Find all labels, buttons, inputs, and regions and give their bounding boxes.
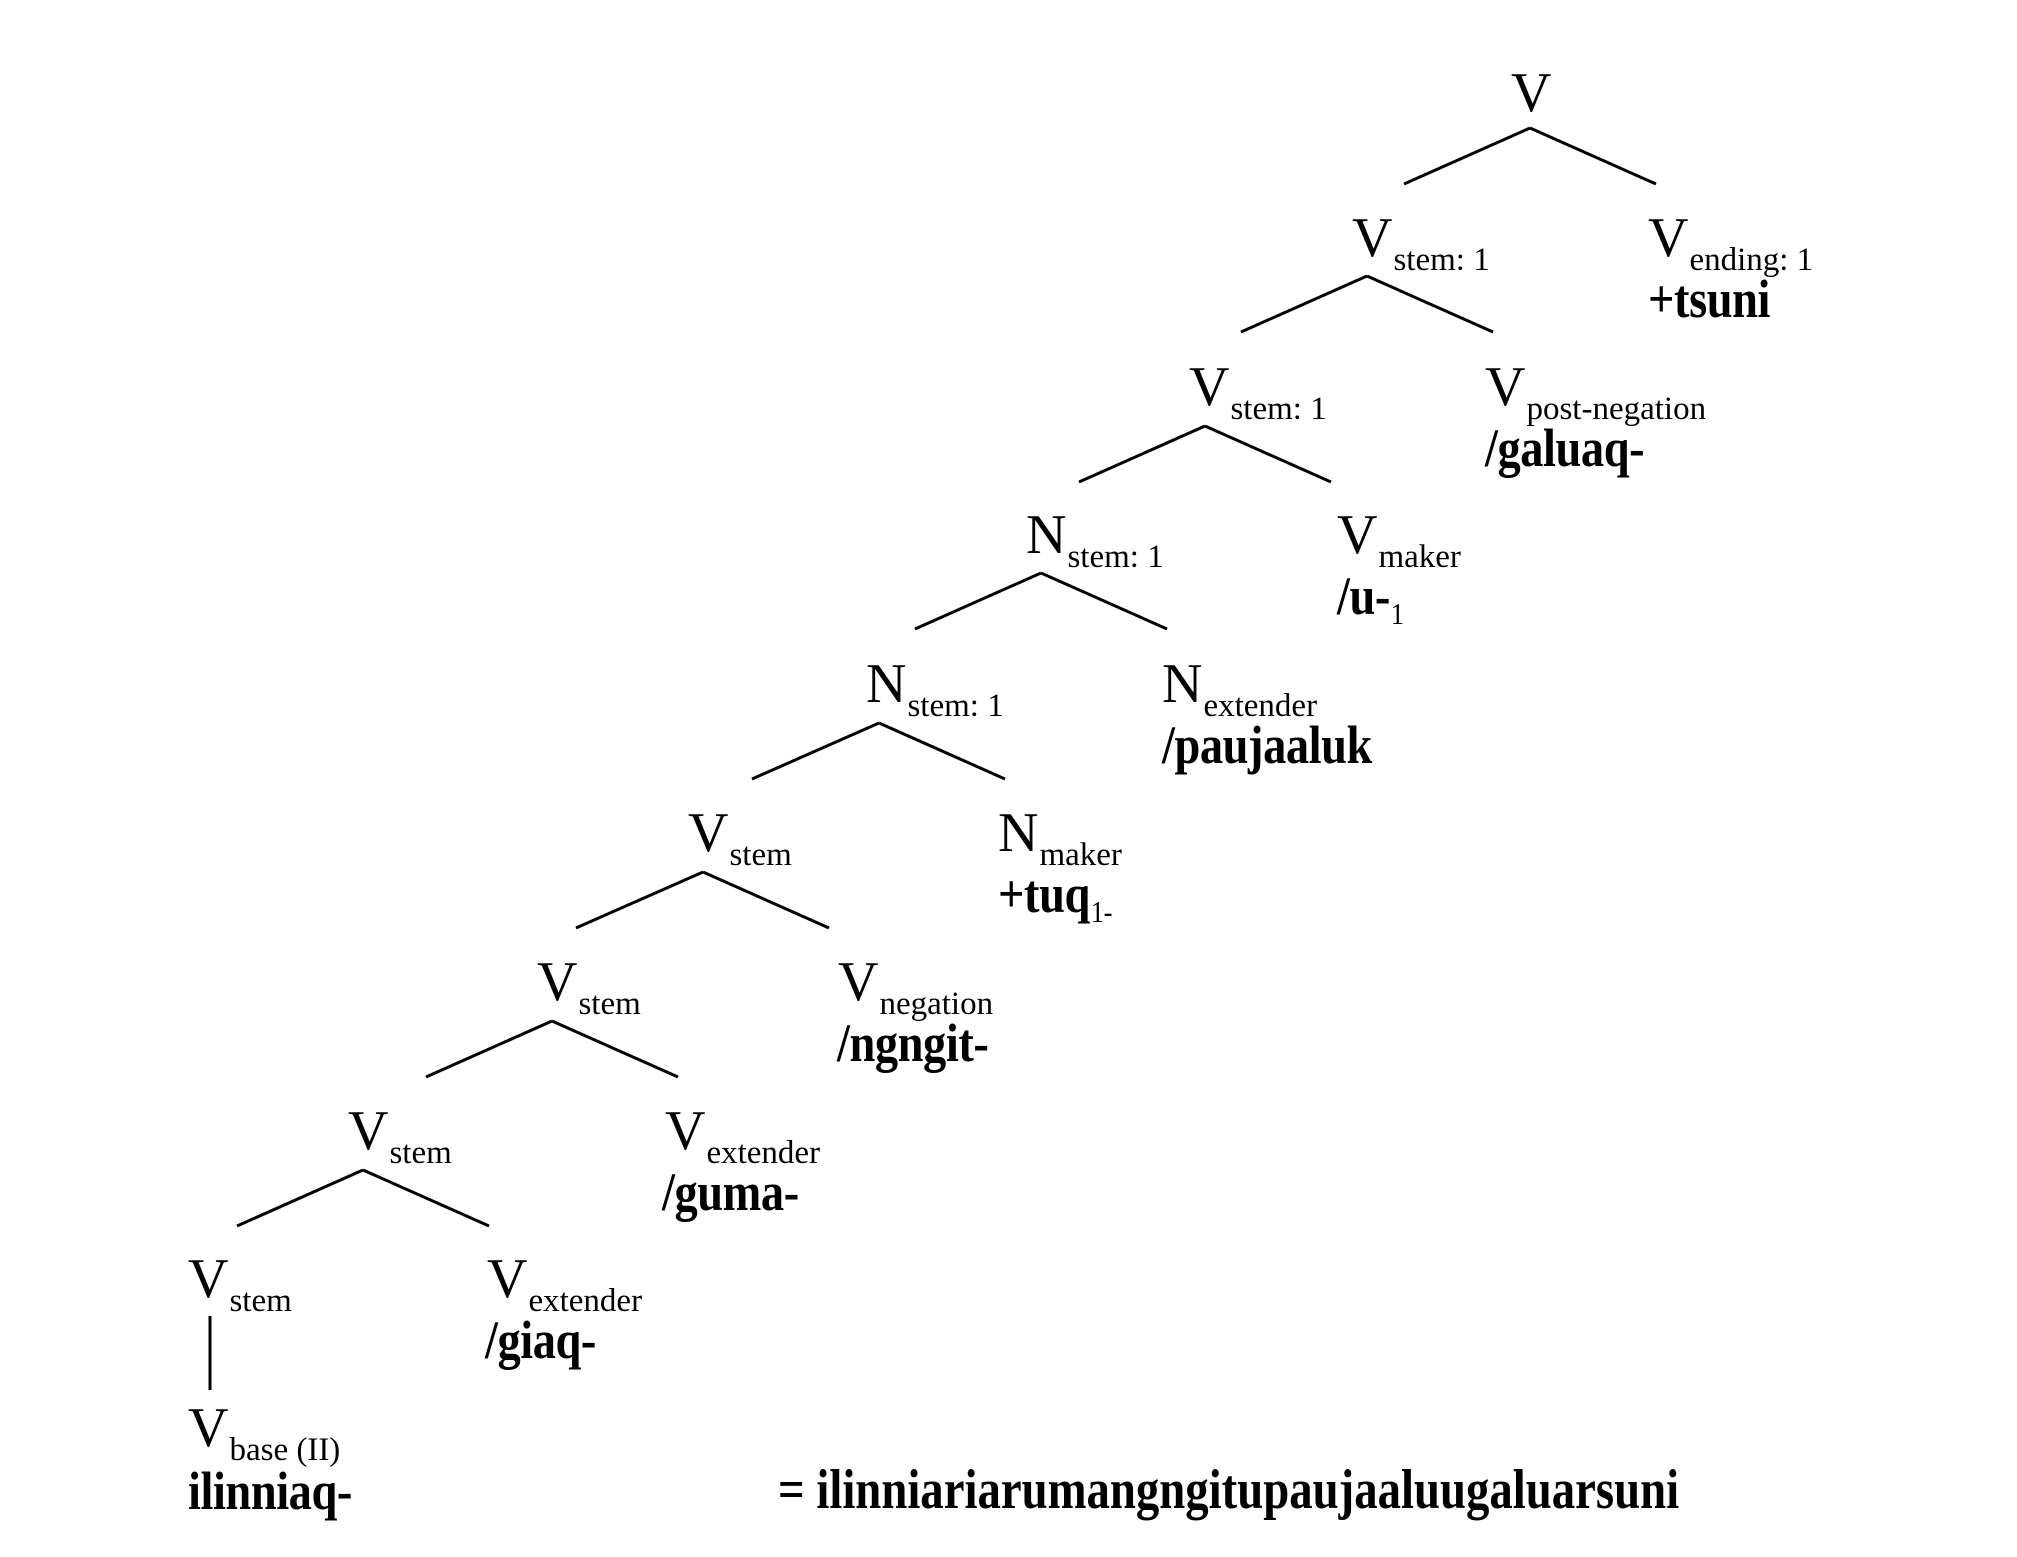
node-vextender-guma-label: Vextender <box>665 1099 820 1171</box>
node-category: V <box>665 1100 706 1162</box>
branch-line <box>1403 126 1531 186</box>
node-vmaker-label: Vmaker <box>1337 503 1461 575</box>
morpheme-giaq: /giaq- <box>485 1309 596 1371</box>
morpheme-subscript: 1 <box>1390 596 1404 631</box>
branch-line <box>702 870 830 930</box>
morpheme-text: /guma- <box>662 1162 799 1222</box>
branch-line <box>575 870 704 930</box>
morpheme-paujaaluk: /paujaaluk <box>1162 714 1372 776</box>
node-category: V <box>1648 207 1689 269</box>
branch-line <box>1529 126 1657 186</box>
branch-line <box>751 721 880 781</box>
node-subscript: stem: 1 <box>1067 539 1164 575</box>
node-subscript: post-negation <box>1526 391 1707 427</box>
branch-line <box>914 571 1042 631</box>
node-category: V <box>688 802 729 864</box>
node-subscript: base (II) <box>229 1432 341 1468</box>
morpheme-text: ilinniaq- <box>188 1461 352 1521</box>
node-subscript: stem <box>578 986 641 1022</box>
node-subscript: stem <box>729 837 792 873</box>
branch-line <box>362 1168 490 1228</box>
node-subscript: stem <box>229 1283 292 1319</box>
node-vextender-giaq-label: Vextender <box>487 1247 642 1319</box>
morpheme-text: /giaq- <box>485 1310 596 1370</box>
branch-line <box>1040 571 1168 631</box>
node-subscript: maker <box>1039 837 1122 873</box>
node-subscript: negation <box>879 986 994 1022</box>
node-vpostnegation-label: Vpost-negation <box>1485 355 1706 427</box>
branch-line <box>1366 274 1494 334</box>
branch-line <box>236 1168 364 1228</box>
morpheme-text: /u- <box>1337 566 1390 626</box>
node-category: V <box>537 951 578 1013</box>
morpheme-ilinniaq: ilinniaq- <box>188 1460 352 1522</box>
node-nstem-4-label: Nstem: 1 <box>866 652 1004 724</box>
node-category: V <box>348 1100 389 1162</box>
node-vbase-label: Vbase (II) <box>188 1396 340 1468</box>
node-subscript: stem: 1 <box>1230 391 1327 427</box>
node-category: V <box>1352 207 1393 269</box>
morpheme-ngngit: /ngngit- <box>837 1012 989 1074</box>
node-subscript: stem <box>389 1135 452 1171</box>
node-category: V <box>1511 62 1552 124</box>
branch-line <box>1240 274 1368 334</box>
node-category: V <box>188 1248 229 1310</box>
morpheme-tuq: +tuq1- <box>998 863 1113 929</box>
node-category: V <box>838 951 879 1013</box>
node-subscript: ending: 1 <box>1689 242 1814 278</box>
node-subscript: extender <box>1203 688 1318 724</box>
branch-line <box>1204 424 1332 484</box>
node-vnegation-label: Vnegation <box>838 950 993 1022</box>
node-nextender-label: Nextender <box>1162 652 1317 724</box>
branch-line <box>425 1019 553 1079</box>
node-category: N <box>866 653 907 715</box>
morpheme-guma: /guma- <box>662 1161 799 1223</box>
node-category: V <box>487 1248 528 1310</box>
morpheme-text: +tsuni <box>1648 269 1770 329</box>
node-category: V <box>1189 356 1230 418</box>
branch-line <box>878 721 1006 781</box>
morpheme-u: /u-1 <box>1337 565 1404 631</box>
morpheme-subscript: 1- <box>1090 894 1113 929</box>
morpheme-tsuni: +tsuni <box>1648 268 1770 330</box>
morpheme-galuaq: /galuaq- <box>1485 417 1645 479</box>
node-category: N <box>1162 653 1203 715</box>
node-vstem-1-label: Vstem: 1 <box>1352 206 1490 278</box>
node-nmaker-label: Nmaker <box>998 801 1122 873</box>
node-root-label: V <box>1511 61 1551 125</box>
node-category: V <box>188 1397 229 1459</box>
node-subscript: maker <box>1378 539 1461 575</box>
node-category: N <box>1026 504 1067 566</box>
node-vstem-2-label: Vstem: 1 <box>1189 355 1327 427</box>
result-word: = ilinniariarumangngitupaujaaluugaluarsu… <box>778 1459 1680 1521</box>
morpheme-text: /galuaq- <box>1485 418 1645 478</box>
node-category: N <box>998 802 1039 864</box>
branch-line <box>1078 424 1206 484</box>
morpheme-text: +tuq <box>998 864 1090 924</box>
node-nstem-3-label: Nstem: 1 <box>1026 503 1164 575</box>
node-subscript: extender <box>706 1135 821 1171</box>
node-vstem-6-label: Vstem <box>537 950 641 1022</box>
node-vstem-8-label: Vstem <box>188 1247 292 1319</box>
node-vstem-5-label: Vstem <box>688 801 792 873</box>
morpheme-text: /ngngit- <box>837 1013 989 1073</box>
branch-line <box>551 1019 679 1079</box>
node-subscript: stem: 1 <box>1393 242 1490 278</box>
node-subscript: extender <box>528 1283 643 1319</box>
node-category: V <box>1337 504 1378 566</box>
node-subscript: stem: 1 <box>907 688 1004 724</box>
node-vending-label: Vending: 1 <box>1648 206 1813 278</box>
node-category: V <box>1485 356 1526 418</box>
morpheme-text: /paujaaluk <box>1162 715 1372 775</box>
node-vstem-7-label: Vstem <box>348 1099 452 1171</box>
